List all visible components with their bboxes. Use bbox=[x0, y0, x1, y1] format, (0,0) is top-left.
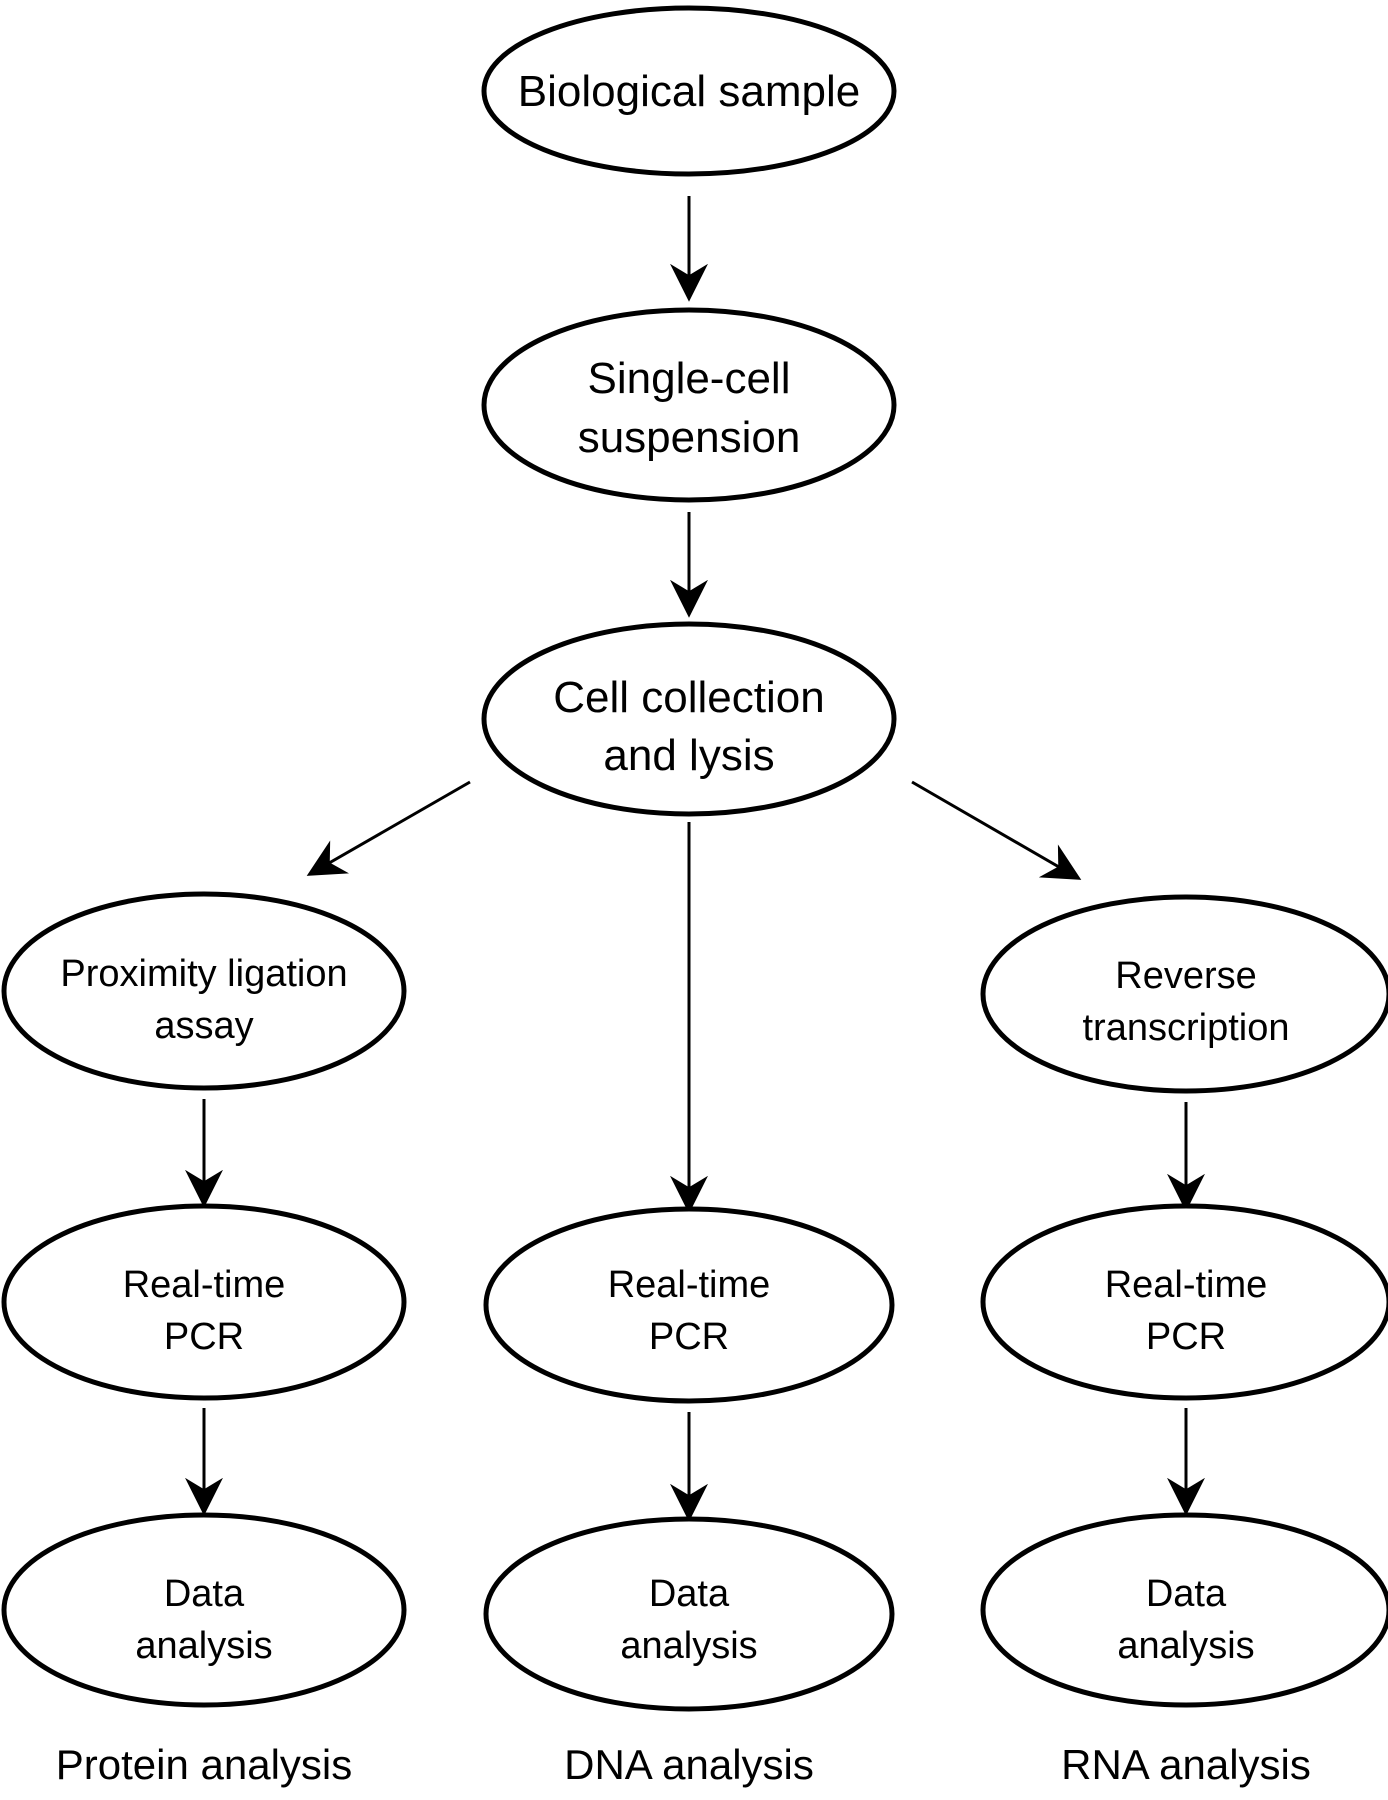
node-reverse-transcription: Reverse transcription bbox=[980, 894, 1388, 1094]
node-label: and lysis bbox=[603, 731, 774, 780]
node-label: Real-time bbox=[123, 1264, 286, 1306]
node-single-cell-suspension: Single-cell suspension bbox=[481, 307, 897, 503]
node-data-analysis-dna: Data analysis bbox=[483, 1516, 895, 1712]
edge-collection-to-rt bbox=[911, 780, 1082, 880]
node-real-time-pcr-protein: Real-time PCR bbox=[1, 1203, 407, 1401]
node-proximity-ligation-assay: Proximity ligation assay bbox=[1, 891, 407, 1091]
node-label: transcription bbox=[1083, 1007, 1290, 1049]
node-real-time-pcr-rna: Real-time PCR bbox=[980, 1203, 1388, 1401]
node-label: Data bbox=[164, 1573, 245, 1615]
edge-collection-to-pla bbox=[306, 780, 471, 876]
node-data-analysis-protein: Data analysis bbox=[1, 1512, 407, 1708]
node-label: Data bbox=[1146, 1573, 1227, 1615]
node-real-time-pcr-dna: Real-time PCR bbox=[483, 1206, 895, 1404]
footer-protein-analysis: Protein analysis bbox=[56, 1741, 352, 1788]
node-label: Real-time bbox=[1105, 1264, 1268, 1306]
node-label: Cell collection bbox=[553, 673, 824, 722]
node-label: Single-cell bbox=[588, 354, 791, 403]
node-cell-collection-lysis: Cell collection and lysis bbox=[481, 621, 897, 817]
node-label: Reverse bbox=[1115, 955, 1257, 997]
node-label: PCR bbox=[649, 1316, 729, 1358]
node-label: Biological sample bbox=[518, 67, 860, 116]
footer-dna-analysis: DNA analysis bbox=[564, 1741, 814, 1788]
node-label: Data bbox=[649, 1573, 730, 1615]
node-label: PCR bbox=[164, 1316, 244, 1358]
node-label: analysis bbox=[620, 1625, 757, 1667]
node-label: analysis bbox=[135, 1625, 272, 1667]
node-label: analysis bbox=[1117, 1625, 1254, 1667]
footer-rna-analysis: RNA analysis bbox=[1061, 1741, 1311, 1788]
node-label: Real-time bbox=[608, 1264, 771, 1306]
node-label: Proximity ligation bbox=[60, 953, 347, 995]
node-biological-sample: Biological sample bbox=[481, 5, 897, 177]
node-label: suspension bbox=[578, 413, 801, 462]
node-data-analysis-rna: Data analysis bbox=[980, 1512, 1388, 1708]
node-label: assay bbox=[154, 1005, 253, 1047]
edges bbox=[185, 196, 1205, 1522]
node-label: PCR bbox=[1146, 1316, 1226, 1358]
